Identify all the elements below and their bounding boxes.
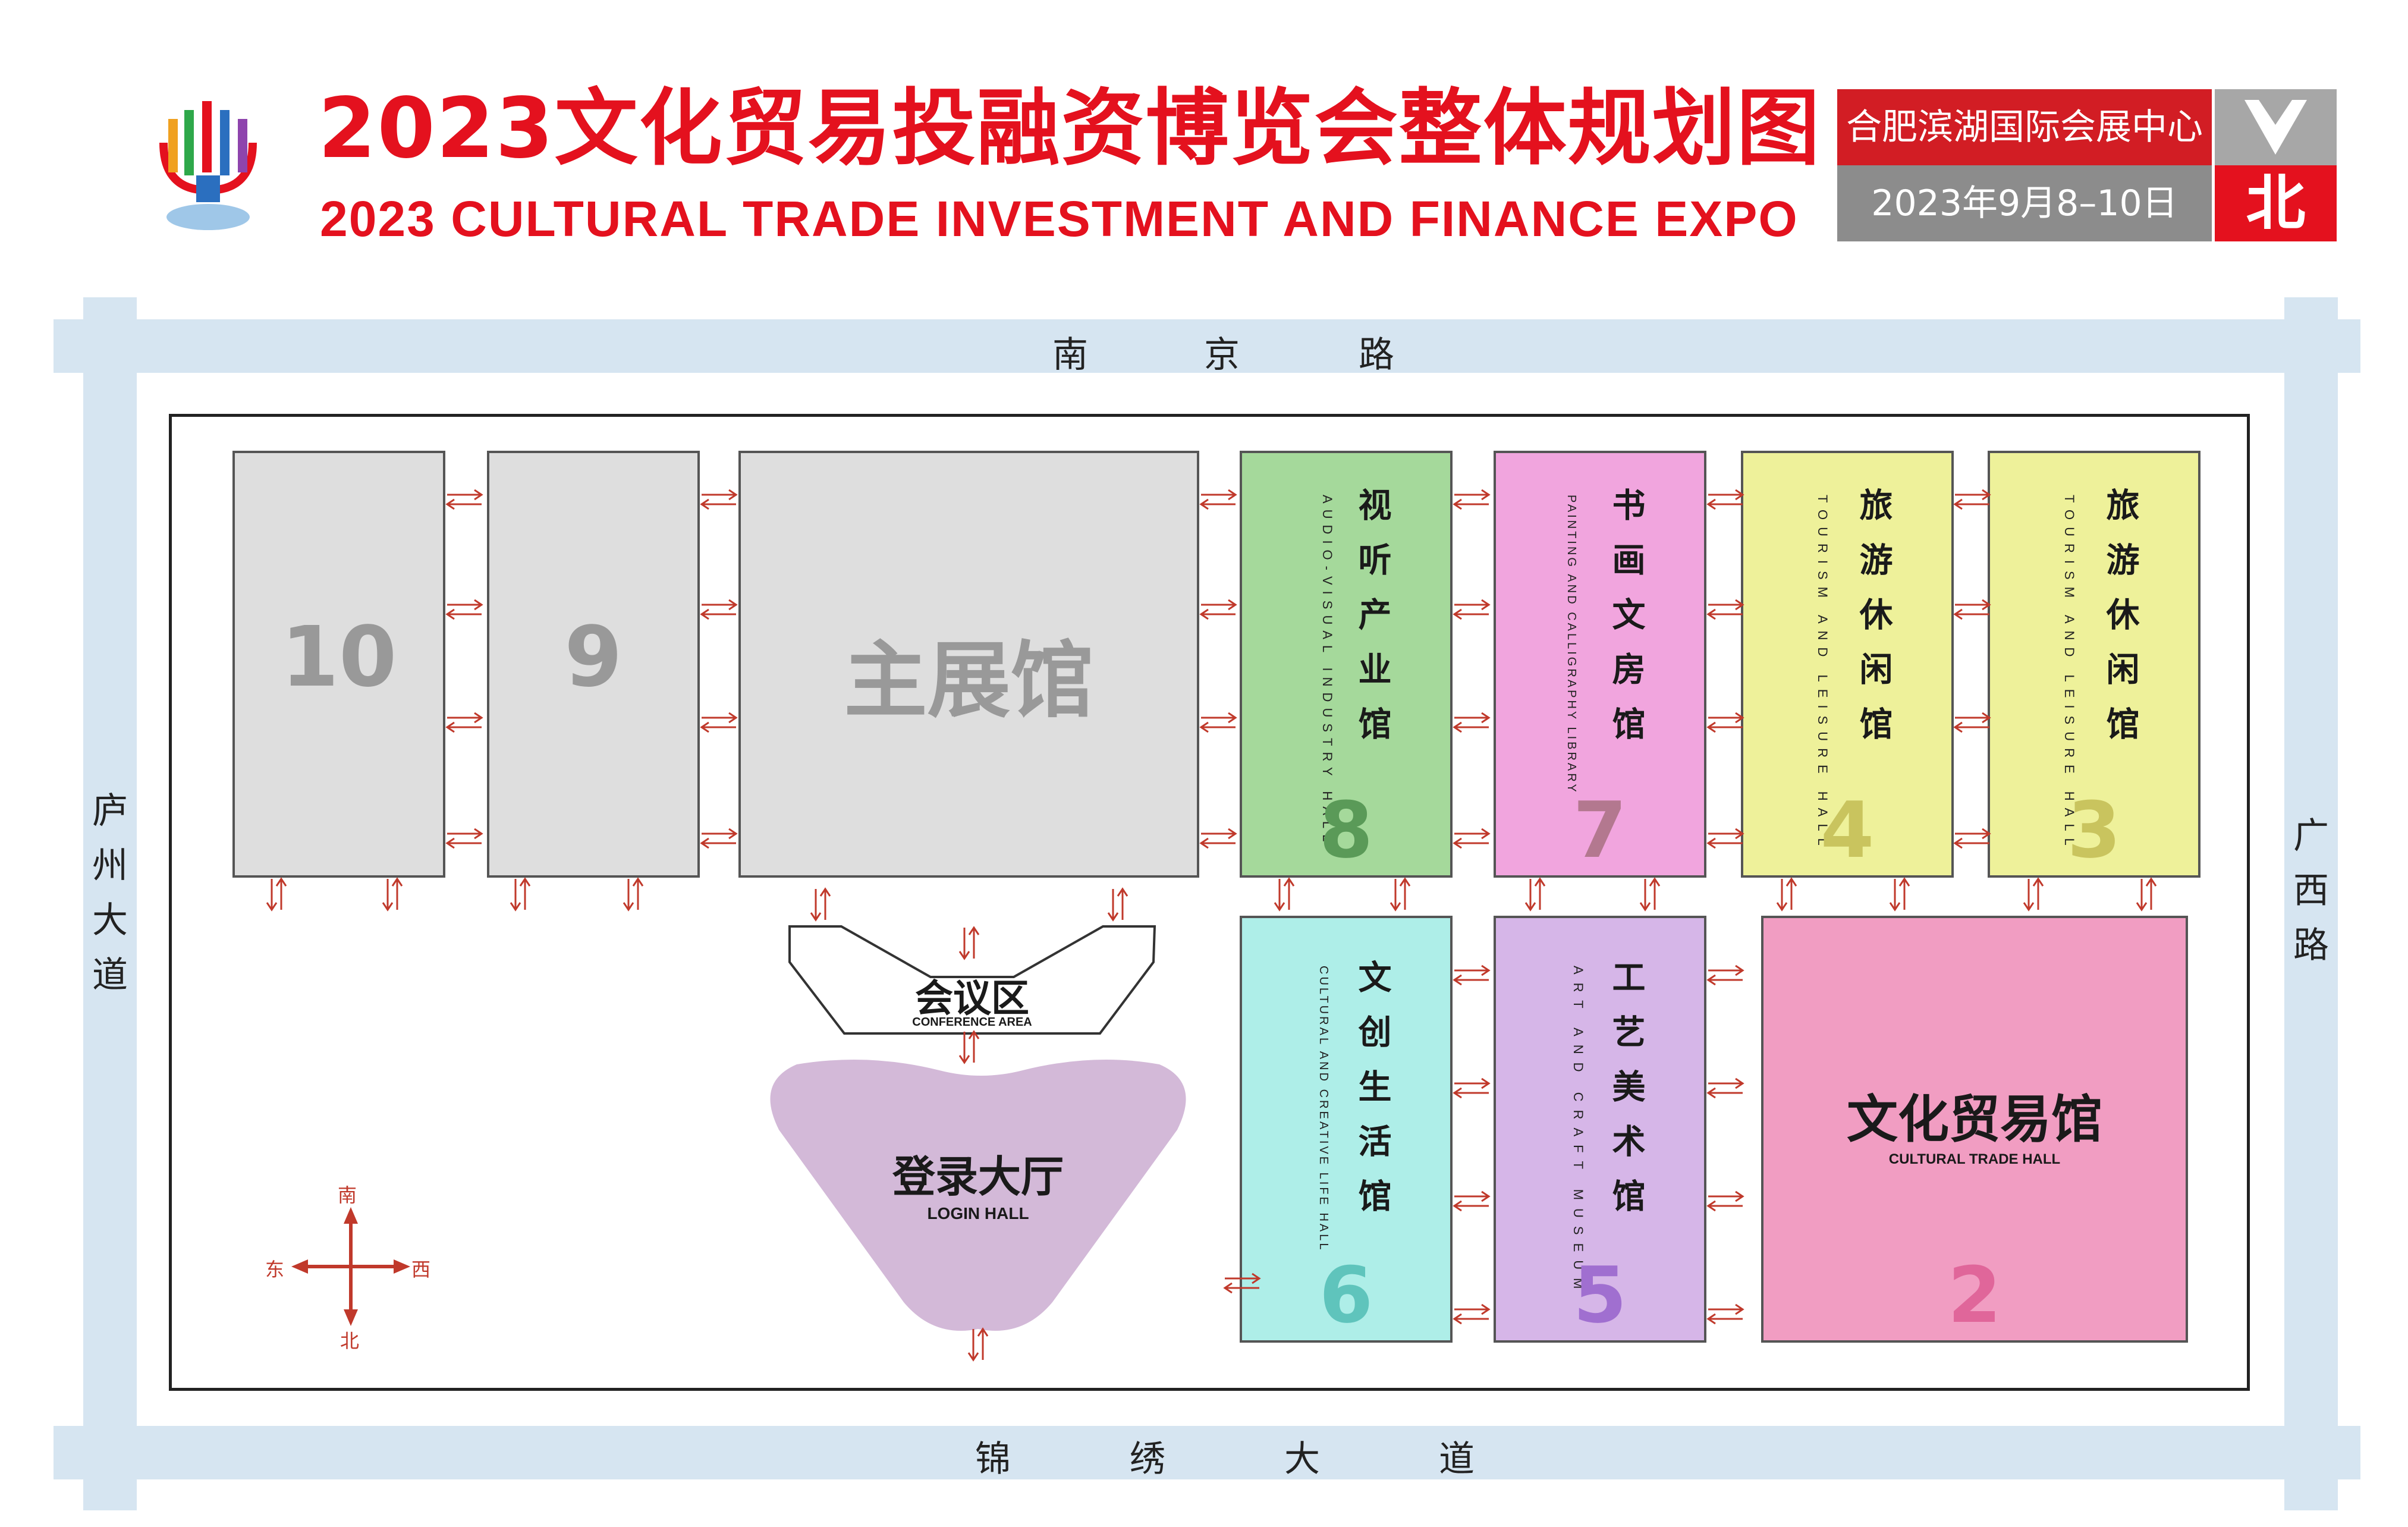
conference-area-label[interactable]: 会议区: [915, 977, 1029, 1021]
hall-3-chinese-name: 旅游休闲馆: [2101, 488, 2139, 761]
road-bottom: [54, 1426, 2360, 1479]
hall-7-english-name: PAINTING AND CALLIGRAPHY LIBRARY: [1565, 495, 1578, 794]
date-banner: [1837, 165, 2212, 241]
hall-9[interactable]: 9: [487, 451, 700, 878]
compass-west: 西: [411, 1258, 431, 1281]
hall-4-chinese-name: 旅游休闲馆: [1854, 488, 1893, 761]
hall-2-chinese-name: 文化贸易馆: [1847, 1090, 2102, 1149]
road-left-char: 大: [92, 900, 128, 941]
map-title: 2023文化贸易投融资博览会整体规划图: [318, 80, 1821, 177]
hall-8-number: 8: [1319, 785, 1373, 875]
hall-8[interactable]: AUDIO-VISUAL INDUSTRY HALL 视听产业馆 8: [1240, 451, 1453, 878]
hall-7-chinese-name: 书画文房馆: [1607, 488, 1645, 761]
hall-3[interactable]: TOURISM AND LEISURE HALL 旅游休闲馆 3: [1988, 451, 2200, 878]
hall-10[interactable]: 10: [232, 451, 445, 878]
road-top-char: 京: [1204, 334, 1240, 376]
venue-banner: [1837, 89, 2212, 165]
hall-5[interactable]: ART AND CRAFT MUSEUM 工艺美术馆 5: [1494, 916, 1706, 1343]
conference-area-shape: [788, 925, 1156, 1035]
event-date: 2023年9月8–10日: [1871, 183, 2178, 224]
hall-5-chinese-name: 工艺美术馆: [1607, 960, 1645, 1233]
compass-south: 南: [338, 1184, 357, 1206]
road-left-char: 庐: [92, 790, 128, 832]
compass-east: 东: [265, 1258, 285, 1281]
road-bottom-char: 锦: [975, 1438, 1011, 1480]
hall-6-number: 6: [1319, 1250, 1373, 1340]
hall-6[interactable]: CULTURAL AND CREATIVE LIFE HALL 文创生活馆 6: [1240, 916, 1453, 1343]
hall-2-number: 2: [1947, 1250, 2002, 1340]
login-hall-english: LOGIN HALL: [927, 1204, 1029, 1223]
road-right: [2284, 297, 2338, 1510]
login-hall-label: 登录大厅: [892, 1152, 1064, 1202]
hall-8-chinese-name: 视听产业馆: [1353, 488, 1391, 761]
road-bottom-char: 道: [1439, 1438, 1475, 1480]
hall-4[interactable]: TOURISM AND LEISURE HALL 旅游休闲馆 4: [1741, 451, 1954, 878]
hall-3-number: 3: [2067, 785, 2121, 875]
conference-area-english: CONFERENCE AREA: [912, 1016, 1032, 1029]
road-right-char: 广: [2293, 815, 2329, 857]
expo-logo-icon: [159, 101, 257, 230]
road-left-char: 州: [92, 845, 128, 887]
road-right-char: 路: [2293, 925, 2329, 966]
compass-icon: [291, 1207, 410, 1326]
hall-7[interactable]: PAINTING AND CALLIGRAPHY LIBRARY 书画文房馆 7: [1494, 451, 1706, 878]
hall-5-number: 5: [1573, 1250, 1627, 1340]
road-left: [83, 297, 137, 1510]
north-label-panel: [2215, 165, 2337, 241]
north-label: 北: [2246, 168, 2306, 238]
hall-5-english-name: ART AND CRAFT MUSEUM: [1571, 966, 1586, 1297]
compass-north: 北: [340, 1330, 360, 1352]
road-bottom-char: 绣: [1130, 1438, 1165, 1480]
main-hall-label: 主展馆: [844, 633, 1094, 730]
main-hall[interactable]: 主展馆: [738, 451, 1199, 878]
login-hall-shape[interactable]: [761, 1047, 1195, 1332]
hall-2[interactable]: 文化贸易馆 CULTURAL TRADE HALL 2: [1761, 916, 2188, 1343]
road-top-char: 南: [1052, 334, 1088, 376]
hall-4-number: 4: [1820, 785, 1875, 875]
hall-6-english-name: CULTURAL AND CREATIVE LIFE HALL: [1317, 966, 1330, 1252]
road-top: [54, 319, 2360, 373]
hall-7-number: 7: [1573, 785, 1627, 875]
hall-6-chinese-name: 文创生活馆: [1353, 960, 1391, 1233]
hall-3-english-name: TOURISM AND LEISURE HALL: [2062, 495, 2077, 853]
road-right-char: 西: [2293, 870, 2329, 912]
road-bottom-char: 大: [1284, 1438, 1320, 1480]
map-subtitle: 2023 CULTURAL TRADE INVESTMENT AND FINAN…: [320, 191, 1799, 247]
hall-4-english-name: TOURISM AND LEISURE HALL: [1815, 495, 1830, 853]
hall-8-english-name: AUDIO-VISUAL INDUSTRY HALL: [1320, 495, 1335, 848]
hall-2-english-name: CULTURAL TRADE HALL: [1888, 1151, 2061, 1167]
hall-9-label: 9: [564, 609, 623, 706]
road-top-char: 路: [1359, 334, 1394, 376]
hall-10-label: 10: [281, 609, 397, 706]
venue-name: 合肥滨湖国际会展中心: [1846, 106, 2203, 148]
road-left-char: 道: [92, 954, 128, 996]
north-arrow-icon: [2244, 100, 2307, 155]
